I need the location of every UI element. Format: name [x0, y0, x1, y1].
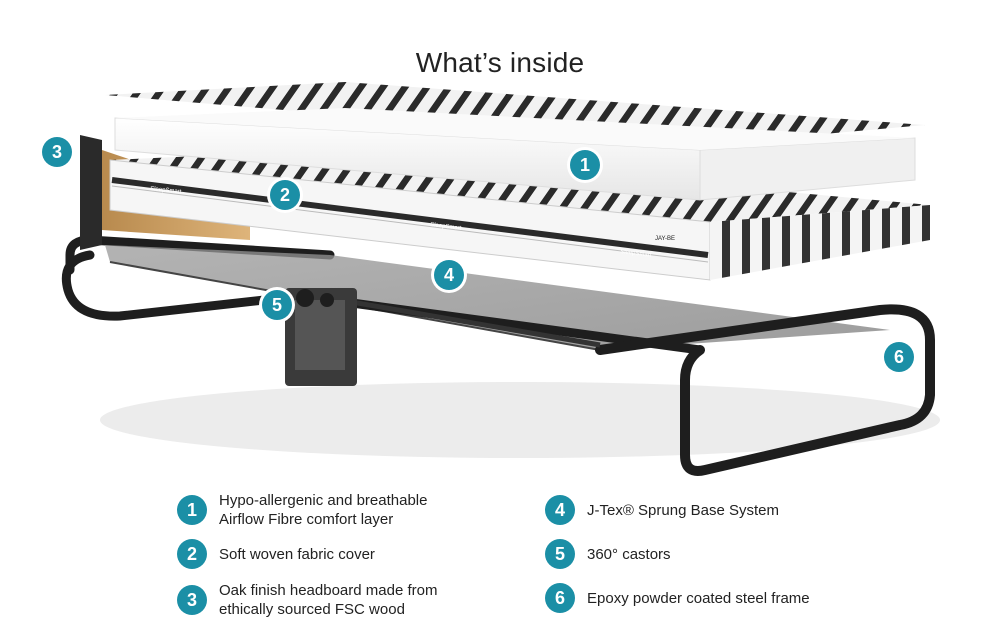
legend-number: 3	[177, 585, 207, 615]
legend-number: 6	[545, 583, 575, 613]
legend-label: J-Tex® Sprung Base System	[587, 501, 779, 519]
marker-1: 1	[570, 150, 600, 180]
marker-2: 2	[270, 180, 300, 210]
legend-number: 2	[177, 539, 207, 569]
brand-label-c: SleepSmart	[620, 249, 652, 259]
sprung-base	[105, 245, 890, 350]
legend-label: 360° castors	[587, 545, 671, 563]
mattress-lower-side	[710, 205, 930, 280]
frame-cross-bar	[339, 297, 601, 348]
legend-label: Epoxy powder coated steel frame	[587, 589, 810, 607]
castor-wheel	[296, 289, 314, 307]
bed-illustration: SleepSmart SleepSmart SleepSmart JAY-BE	[61, 82, 940, 476]
frame-right-loop	[595, 304, 935, 476]
marker-5: 5	[262, 290, 292, 320]
page-title: What’s inside	[415, 46, 585, 78]
brand-label-b: SleepSmart	[430, 222, 462, 232]
frame-left-loop	[61, 250, 305, 321]
legend-number: 4	[545, 495, 575, 525]
marker-6: 6	[884, 342, 914, 372]
legend-label: Soft woven fabric cover	[219, 545, 375, 563]
legend-item-6: 6 Epoxy powder coated steel frame	[545, 583, 810, 613]
brand-label-a: SleepSmart	[150, 186, 182, 195]
legend-number: 1	[177, 495, 207, 525]
marker-3: 3	[42, 137, 72, 167]
legend-item-2: 2 Soft woven fabric cover	[177, 539, 375, 569]
fabric-binding	[111, 177, 709, 258]
marker-4: 4	[434, 260, 464, 290]
legend-item-4: 4 J-Tex® Sprung Base System	[545, 495, 779, 525]
legend-number: 5	[545, 539, 575, 569]
floor-shadow	[100, 382, 940, 458]
brand-label-d: JAY-BE	[655, 236, 675, 242]
headboard-board	[80, 135, 102, 250]
legend-item-5: 5 360° castors	[545, 539, 671, 569]
mattress-lower-top	[110, 150, 930, 222]
